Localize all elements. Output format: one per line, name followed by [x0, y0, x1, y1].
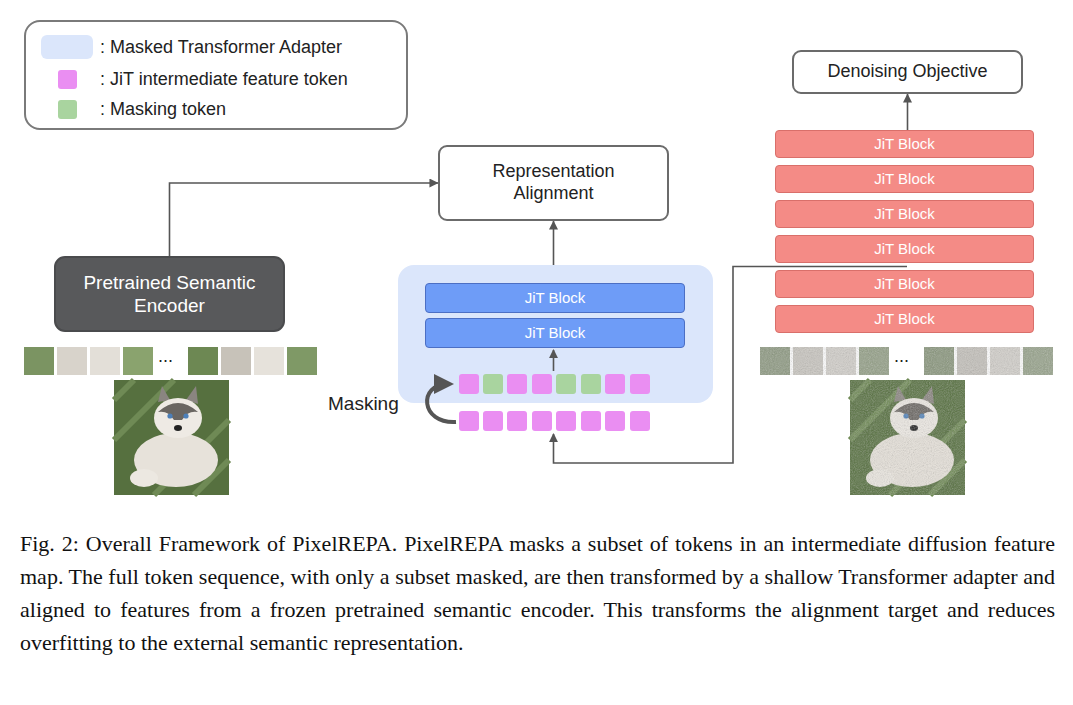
connector-arrow — [170, 183, 439, 256]
step-label: Masking — [328, 393, 399, 415]
token-row-full — [459, 411, 650, 431]
diffusion-block: JiT Block — [775, 305, 1034, 333]
ellipsis-label: ... — [158, 346, 173, 367]
encoder-box: Pretrained Semantic Encoder — [54, 256, 285, 332]
adapter-block: JiT Block — [425, 283, 685, 313]
legend-swatch — [58, 100, 77, 119]
node-label: JiT Block — [874, 205, 935, 223]
legend-box: : Masked Transformer Adapter : JiT interm… — [24, 20, 408, 130]
legend-label: : JiT intermediate feature token — [100, 69, 348, 90]
node-label: Representation Alignment — [454, 161, 653, 205]
diffusion-block: JiT Block — [775, 200, 1034, 228]
legend-swatch — [58, 70, 77, 89]
ellipsis-label: ... — [894, 346, 909, 367]
connector-arrow — [553, 221, 555, 265]
adapter-region: JiT BlockJiT Block — [398, 265, 713, 403]
node-label: JiT Block — [874, 310, 935, 328]
node-label: JiT Block — [874, 275, 935, 293]
token-arrow — [553, 350, 555, 371]
image-patches — [24, 347, 317, 375]
node-label: JiT Block — [874, 135, 935, 153]
process-box: Representation Alignment — [438, 145, 669, 221]
figure-caption: Fig. 2: Overall Framework of PixelREPA. … — [20, 527, 1055, 659]
node-label: Pretrained Semantic Encoder — [70, 271, 269, 317]
connector-arrow — [907, 94, 909, 130]
legend-label: : Masked Transformer Adapter — [100, 37, 342, 58]
legend-label: : Masking token — [100, 99, 226, 120]
diffusion-block: JiT Block — [775, 130, 1034, 158]
adapter-block: JiT Block — [425, 318, 685, 348]
diffusion-block: JiT Block — [775, 235, 1034, 263]
process-box: Denoising Objective — [792, 50, 1023, 94]
token-row-masked — [459, 374, 650, 394]
noisy-dog-image — [850, 380, 965, 495]
noisy-patches — [760, 347, 1053, 375]
legend-entry: : Masked Transformer Adapter — [38, 33, 342, 61]
diffusion-block: JiT Block — [775, 270, 1034, 298]
legend-swatch — [41, 35, 93, 59]
dog-image — [114, 380, 229, 495]
diffusion-block: JiT Block — [775, 165, 1034, 193]
node-label: JiT Block — [525, 289, 586, 307]
legend-entry: : Masking token — [38, 95, 226, 123]
masking-arrow — [427, 384, 456, 422]
node-label: JiT Block — [525, 324, 586, 342]
legend-entry: : JiT intermediate feature token — [38, 65, 348, 93]
node-label: JiT Block — [874, 240, 935, 258]
node-label: Denoising Objective — [827, 61, 987, 83]
node-label: JiT Block — [874, 170, 935, 188]
